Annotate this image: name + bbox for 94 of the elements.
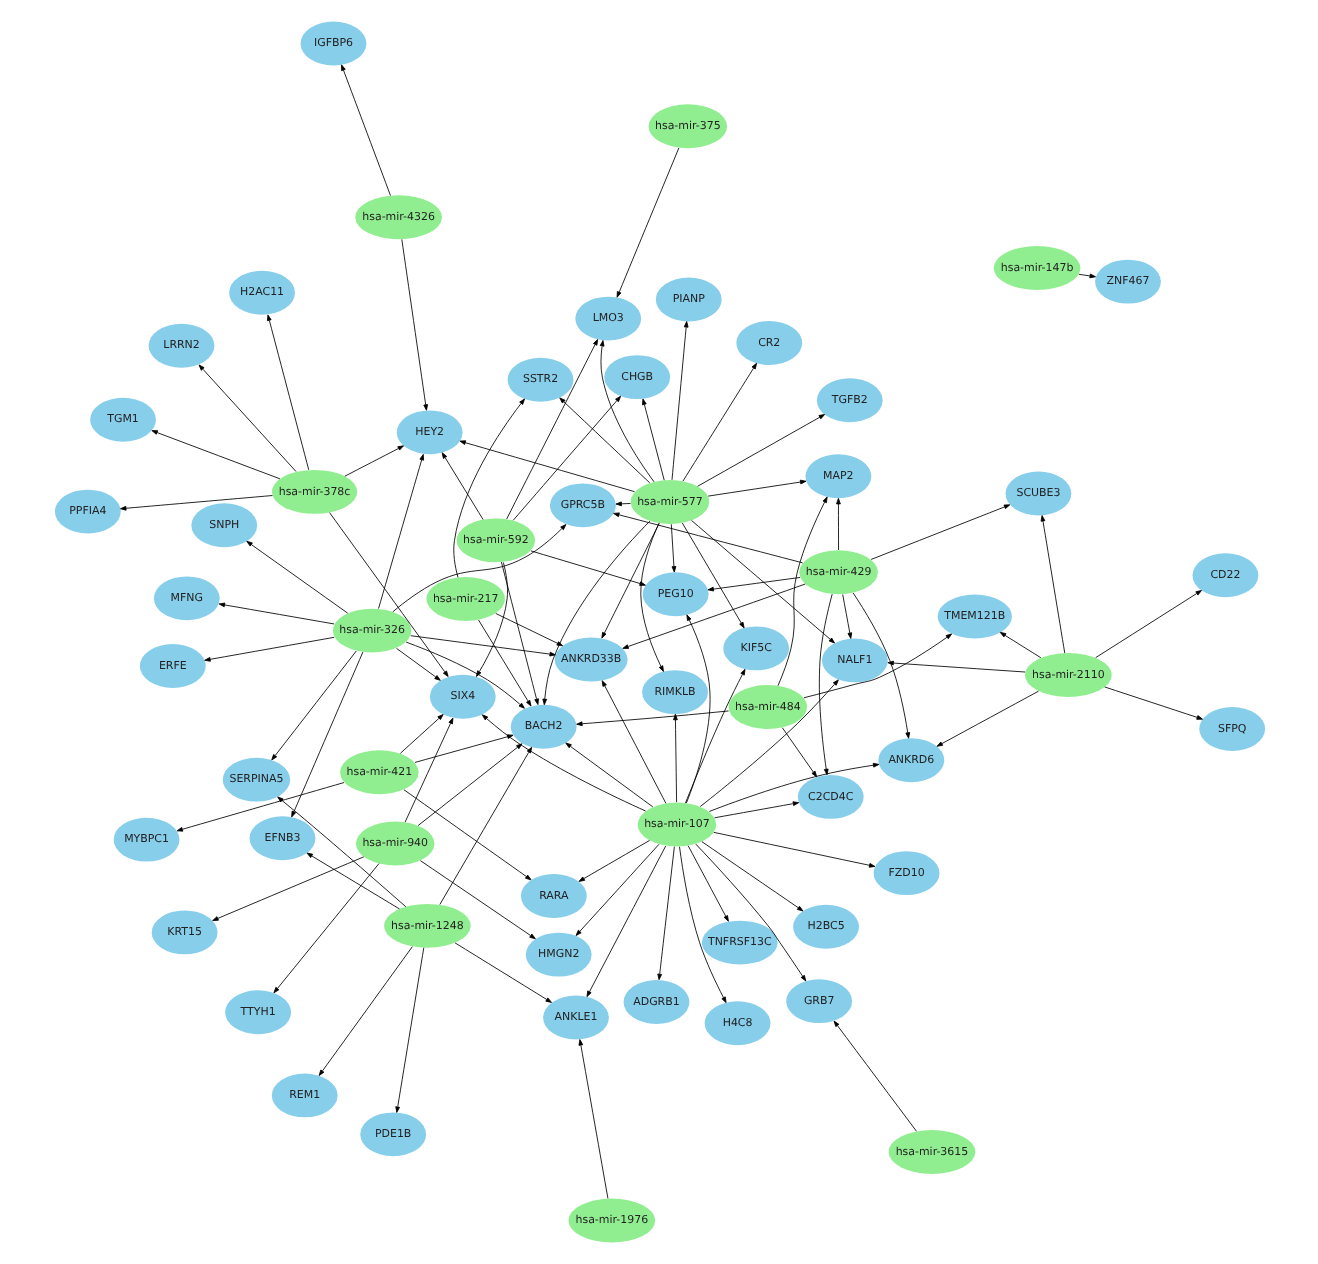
arrow xyxy=(217,602,334,625)
arrow xyxy=(841,594,852,639)
arrow xyxy=(690,520,834,644)
arrow xyxy=(1094,590,1201,659)
arrow xyxy=(686,845,728,922)
arrow xyxy=(558,397,650,484)
arrow xyxy=(505,339,598,520)
arrow xyxy=(614,501,630,507)
arrow xyxy=(712,831,875,868)
arrow xyxy=(781,727,817,778)
arrow xyxy=(400,239,428,411)
arrow xyxy=(119,495,272,511)
arrow xyxy=(776,496,827,687)
arrow xyxy=(290,651,363,818)
arrow xyxy=(612,512,802,564)
arrow xyxy=(698,679,838,807)
arrow xyxy=(696,414,825,487)
arrow xyxy=(276,796,406,908)
arrow xyxy=(685,614,710,804)
arrow xyxy=(678,846,726,1004)
arrow xyxy=(494,613,563,647)
arrow xyxy=(641,398,664,481)
arrow xyxy=(343,445,403,477)
arrow xyxy=(598,340,654,483)
arrow xyxy=(394,947,424,1113)
arrow xyxy=(409,635,555,657)
arrow xyxy=(404,641,524,709)
arrow xyxy=(511,395,621,521)
arrow xyxy=(340,64,390,196)
arrow xyxy=(529,550,645,586)
arrow xyxy=(681,362,756,482)
arrow xyxy=(1077,273,1095,279)
arrow xyxy=(656,846,674,981)
arrow xyxy=(305,852,399,910)
arrow xyxy=(706,577,800,592)
arrow xyxy=(1103,686,1202,720)
arrow xyxy=(197,364,296,472)
arrow xyxy=(577,1039,608,1199)
arrow xyxy=(700,841,803,912)
arrow xyxy=(399,714,443,754)
arrow xyxy=(694,843,806,982)
arrow xyxy=(574,843,659,936)
arrow xyxy=(245,540,348,614)
arrow xyxy=(869,504,1010,560)
arrow xyxy=(707,762,879,812)
arrow xyxy=(452,398,524,578)
arrow xyxy=(416,743,522,826)
arrow xyxy=(541,520,650,706)
arrow xyxy=(817,593,832,776)
arrow xyxy=(615,147,679,298)
arrow xyxy=(600,680,666,804)
arrow xyxy=(453,942,551,1003)
arrow xyxy=(577,840,650,882)
arrow xyxy=(935,690,1038,747)
arrow xyxy=(684,668,745,804)
arrow xyxy=(639,522,663,672)
arrow xyxy=(706,479,806,497)
arrow xyxy=(480,714,645,812)
arrow xyxy=(600,522,659,639)
arrow xyxy=(175,782,344,832)
arrow xyxy=(680,522,744,629)
arrow xyxy=(266,314,309,471)
arrow xyxy=(440,452,483,520)
arrow xyxy=(203,636,334,662)
arrow xyxy=(998,631,1041,659)
arrow xyxy=(403,717,453,823)
arrow xyxy=(458,440,634,493)
arrow xyxy=(419,860,535,940)
arrow xyxy=(670,321,688,481)
arrow xyxy=(500,561,538,705)
arrow xyxy=(477,619,531,707)
arrow xyxy=(713,801,799,819)
arrow xyxy=(270,650,356,761)
arrow xyxy=(317,946,412,1076)
arrow xyxy=(272,863,379,994)
arrow xyxy=(564,742,653,808)
arrow xyxy=(211,856,364,921)
arrow xyxy=(585,845,666,998)
arrow xyxy=(621,583,805,649)
arrow xyxy=(802,633,952,699)
arrow xyxy=(1039,515,1065,654)
arrow xyxy=(475,562,507,677)
arrow xyxy=(438,746,532,905)
arrow xyxy=(413,734,513,763)
arrow xyxy=(832,1020,916,1132)
arrow xyxy=(377,454,423,610)
arrow xyxy=(402,789,531,881)
arrow xyxy=(835,498,840,551)
arrow xyxy=(395,647,440,681)
arrow xyxy=(886,660,1025,673)
arrow xyxy=(150,430,280,480)
arrow xyxy=(391,524,566,613)
arrow xyxy=(669,523,676,573)
arrow xyxy=(851,592,910,739)
